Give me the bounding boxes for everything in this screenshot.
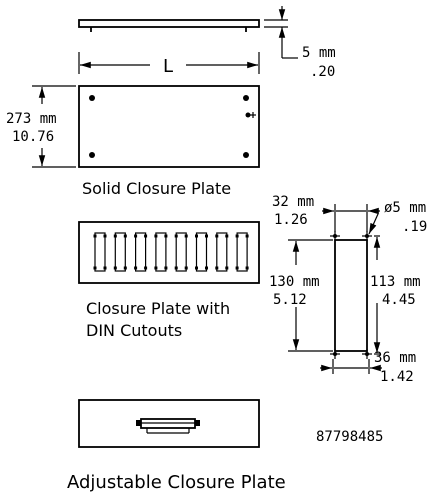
din-cutout (195, 232, 208, 272)
din-cutout-row (93, 232, 249, 272)
mounting-hole-icon (89, 152, 95, 158)
adjustable-plate-caption: Adjustable Closure Plate (67, 472, 286, 493)
mounting-hole-icon (89, 95, 95, 101)
din-cutout (215, 232, 229, 272)
top-width-in: 1.26 (274, 212, 308, 228)
length-label: L (163, 56, 173, 77)
din-plate-caption-line1: Closure Plate with (86, 299, 230, 318)
mounting-hole-icon (243, 95, 249, 101)
bottom-width-mm: 36 mm (374, 350, 416, 366)
din-cutout (154, 232, 168, 272)
height-in: 10.76 (12, 129, 54, 145)
overall-height-mm: 130 mm (269, 274, 320, 290)
hole-diameter-mm: ø5 mm (384, 200, 426, 216)
thickness-dimension: 5 mm .20 (264, 6, 336, 80)
cutout-detail: 32 mm 1.26 ø5 mm .19 130 mm 5.12 113 mm … (269, 194, 427, 385)
length-dimension: L (78, 52, 260, 77)
din-cutout (93, 232, 107, 272)
hole-marker-icon (330, 231, 340, 241)
fastener-icon (245, 112, 251, 118)
hole-marker-icon (330, 349, 340, 359)
hole-marker-icon (362, 349, 372, 359)
bottom-width-in: 1.42 (380, 369, 414, 385)
din-cutout (174, 232, 188, 272)
din-cutout-plate (78, 221, 260, 284)
din-cutout (113, 232, 127, 272)
solid-closure-plate (78, 85, 260, 168)
hole-spacing-in: 4.45 (382, 292, 416, 308)
din-cutout (235, 232, 249, 272)
hole-marker-icon (362, 231, 372, 241)
thickness-in: .20 (310, 64, 335, 80)
din-cutout (134, 232, 148, 272)
din-plate-caption-line2: DIN Cutouts (86, 321, 182, 340)
solid-plate-caption: Solid Closure Plate (82, 179, 231, 198)
mounting-hole-icon (243, 152, 249, 158)
thickness-mm: 5 mm (302, 45, 336, 61)
hole-spacing-mm: 113 mm (370, 274, 421, 290)
adjustable-closure-plate (78, 399, 260, 448)
hole-diameter-in: .19 (402, 219, 427, 235)
height-mm: 273 mm (6, 111, 57, 127)
height-dimension: 273 mm 10.76 (6, 85, 76, 168)
plate-edge-view (78, 19, 260, 32)
adjustable-slider-icon (136, 418, 200, 434)
part-number: 87798485 (316, 429, 383, 445)
top-width-mm: 32 mm (272, 194, 314, 210)
overall-height-in: 5.12 (273, 292, 307, 308)
